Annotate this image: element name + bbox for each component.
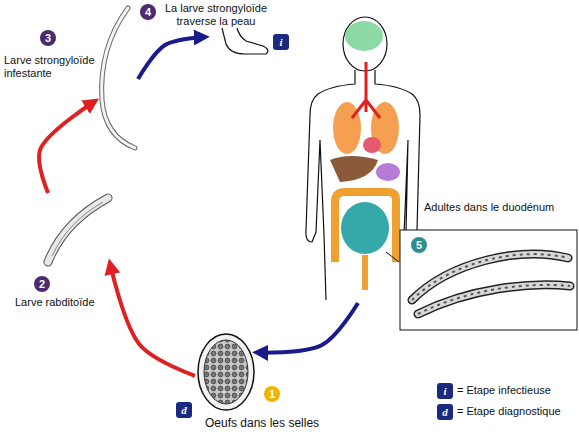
- skin-penetration-stage: La larve strongyloïde traverse la peau: [205, 28, 270, 58]
- rhabditoid-stage: Larve rabditoïde: [42, 193, 110, 267]
- callout-number: 1: [264, 386, 280, 402]
- drawing-part: [400, 230, 577, 330]
- stage-label: La larve strongyloïde traverse la peau: [158, 2, 274, 27]
- drawing-part: [102, 8, 135, 148]
- leader-line: [386, 252, 399, 262]
- strongyloid-stage: Larve strongyloïde infestante: [95, 5, 138, 153]
- callout-number: 3: [40, 30, 56, 46]
- drawing-part: [376, 163, 400, 181]
- egg-stage: Oeufs dans les selles: [195, 333, 257, 411]
- stage-label: Larve rabditoïde: [15, 296, 95, 309]
- cycle-arrow: [138, 37, 205, 79]
- drawing-part: [418, 285, 570, 314]
- egg: [198, 334, 254, 410]
- stage-icon: d: [437, 404, 453, 420]
- callout-number: 5: [411, 237, 427, 253]
- strongyloid-larva: [102, 8, 135, 148]
- human-host: Adultes dans le duodénum: [295, 18, 435, 303]
- drawing-part: [198, 334, 254, 410]
- drawing-part: [204, 340, 248, 404]
- drawing-part: [335, 192, 396, 262]
- callout-number: 2: [34, 276, 50, 292]
- drawing-part: [418, 285, 570, 314]
- drawing-part: [330, 156, 378, 182]
- drawing-part: [345, 21, 383, 51]
- drawing-part: [418, 285, 570, 314]
- drawing-part: [363, 137, 381, 153]
- stage-icon: i: [437, 383, 453, 399]
- rhabditoid-larva: [48, 198, 108, 262]
- stage-label: Adultes dans le duodénum: [424, 201, 554, 214]
- drawing-part: [102, 8, 135, 148]
- stage-icon: i: [273, 34, 289, 50]
- cycle-arrow: [39, 101, 95, 193]
- callout-number: 4: [140, 4, 156, 20]
- cycle-arrow: [110, 263, 195, 376]
- drawing-part: [39, 37, 358, 376]
- stage-label: Oeufs dans les selles: [205, 417, 319, 431]
- legend-text: = Etape diagnostique: [457, 405, 561, 417]
- drawing-part: [362, 255, 368, 290]
- drawing-part: [48, 198, 108, 262]
- drawing-part: [48, 198, 108, 262]
- drawing-part: [341, 202, 389, 254]
- drawing-part: [52, 202, 103, 256]
- stage-label: Larve strongyloïde infestante: [4, 54, 98, 79]
- foot: [222, 28, 268, 54]
- stage-icon: d: [176, 402, 192, 418]
- legend-text: = Etape infectieuse: [457, 384, 551, 396]
- adult-worms-inset: [400, 230, 577, 330]
- drawing-part: [352, 62, 380, 118]
- cycle-arrow: [257, 303, 358, 353]
